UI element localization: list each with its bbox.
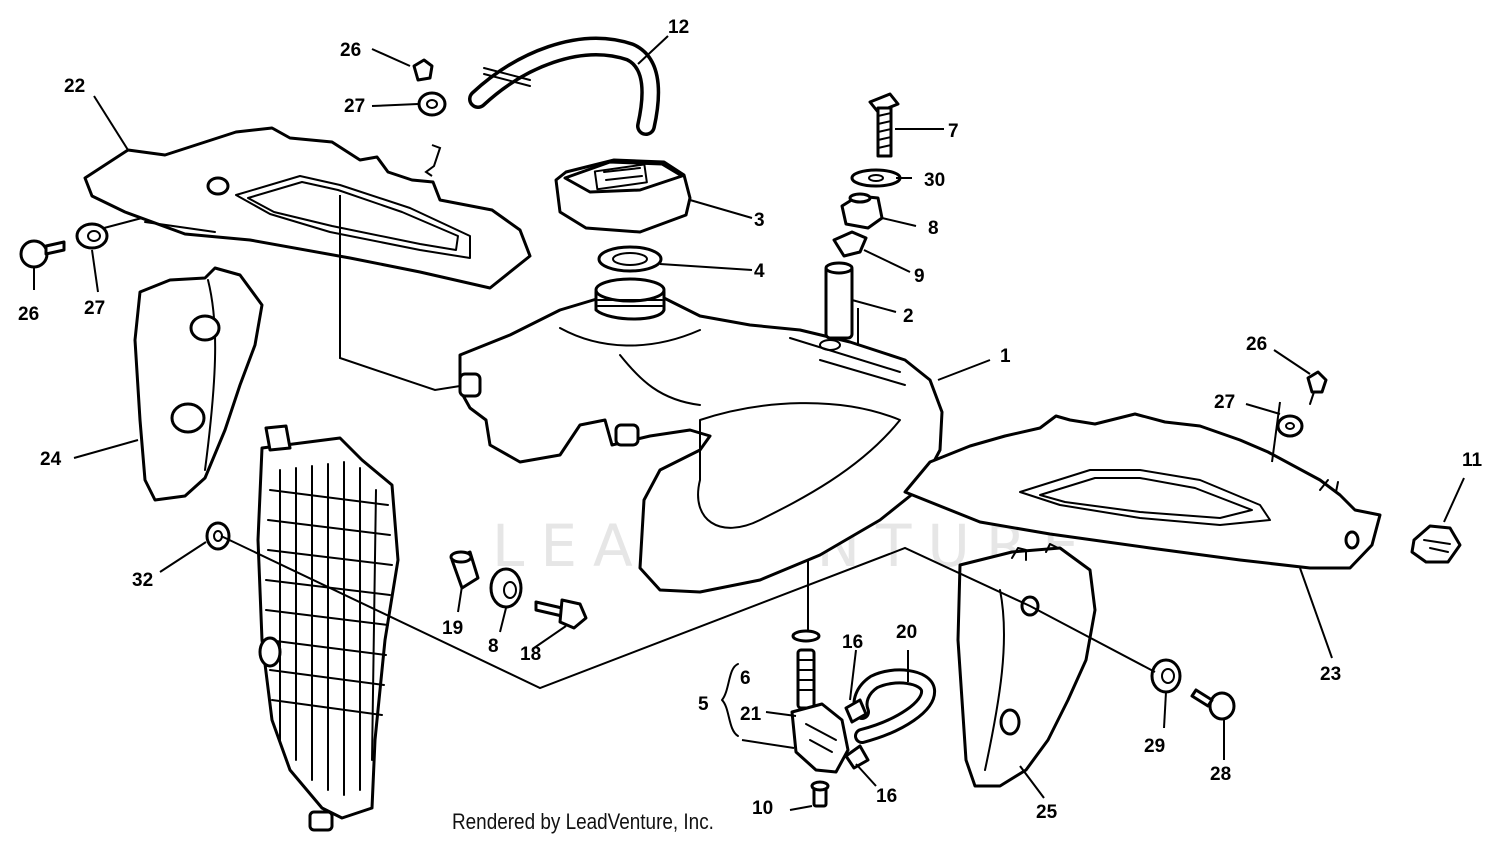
label-16-lower: 16 [876, 786, 897, 807]
mount-sleeve[interactable] [824, 261, 854, 340]
side-mount-rubber[interactable] [489, 567, 523, 609]
label-23: 23 [1320, 664, 1341, 685]
label-12: 12 [668, 17, 689, 38]
label-28: 28 [1210, 764, 1231, 785]
label-18: 18 [520, 644, 541, 665]
cap-gasket[interactable] [597, 245, 663, 273]
side-mount-bolt[interactable] [534, 598, 588, 630]
label-26-right: 26 [1246, 334, 1267, 355]
label-3: 3 [754, 210, 765, 231]
label-25: 25 [1036, 802, 1058, 823]
label-11: 11 [1462, 450, 1483, 471]
fuel-cap[interactable] [554, 158, 692, 234]
label-10: 10 [752, 798, 773, 819]
label-7: 7 [948, 121, 959, 142]
petcock-filter[interactable] [796, 648, 816, 710]
hose-clamp-lower[interactable] [844, 744, 870, 770]
bolt-left[interactable] [19, 239, 66, 269]
radiator-nut[interactable] [205, 521, 231, 551]
label-27-top: 27 [344, 96, 365, 117]
label-16-upper: 16 [842, 632, 863, 653]
bolt-lower-right[interactable] [1190, 688, 1236, 721]
petcock-valve[interactable] [790, 702, 850, 774]
mount-collar[interactable] [840, 192, 884, 230]
label-26-top: 26 [340, 40, 361, 61]
label-24: 24 [40, 449, 62, 470]
fuel-tank[interactable] [458, 277, 944, 594]
label-19: 19 [442, 618, 463, 639]
label-5: 5 [698, 694, 709, 715]
screw-right[interactable] [1306, 370, 1328, 405]
washer-right[interactable] [1276, 414, 1304, 438]
leader-lines [103, 144, 1281, 690]
label-2: 2 [903, 306, 914, 327]
mount-bolt[interactable] [868, 92, 900, 158]
label-21: 21 [740, 704, 762, 725]
label-22: 22 [64, 76, 85, 97]
washer-lower-right[interactable] [1150, 658, 1182, 694]
mount-rubber[interactable] [832, 230, 868, 258]
credit-line: Rendered by LeadVenture, Inc. [452, 809, 714, 834]
label-29: 29 [1144, 736, 1165, 757]
label-26-left: 26 [18, 304, 39, 325]
label-27-left: 27 [84, 298, 105, 319]
hose-clamp-upper[interactable] [844, 698, 868, 724]
breather-hose[interactable] [468, 36, 661, 136]
left-radiator-guard[interactable] [133, 266, 264, 502]
label-4: 4 [754, 261, 765, 282]
label-27-right: 27 [1214, 392, 1235, 413]
washer-left[interactable] [75, 222, 109, 250]
callout-labels: 1 2 3 4 5 6 7 8 8 9 10 11 12 16 16 18 19… [18, 17, 1483, 823]
right-radiator-guard[interactable] [956, 543, 1097, 788]
mount-washer[interactable] [850, 168, 902, 188]
label-9: 9 [914, 266, 925, 287]
label-20: 20 [896, 622, 917, 643]
label-32: 32 [132, 570, 153, 591]
retainer-clip[interactable] [1410, 524, 1462, 564]
label-6: 6 [740, 668, 751, 689]
left-shroud-upper[interactable] [83, 126, 532, 290]
radiator[interactable] [256, 424, 400, 832]
screw-top-left[interactable] [412, 58, 434, 82]
side-mount-collar[interactable] [449, 550, 480, 590]
label-8-upper: 8 [928, 218, 939, 239]
label-30: 30 [924, 170, 945, 191]
label-1: 1 [1000, 346, 1011, 367]
label-8-lower: 8 [488, 636, 499, 657]
petcock-screw[interactable] [810, 780, 830, 808]
petcock-oring[interactable] [791, 629, 821, 643]
callout-lines [33, 35, 1465, 811]
washer-top-left[interactable] [417, 91, 447, 117]
fuel-line[interactable] [852, 668, 936, 744]
right-shroud[interactable] [903, 412, 1382, 570]
